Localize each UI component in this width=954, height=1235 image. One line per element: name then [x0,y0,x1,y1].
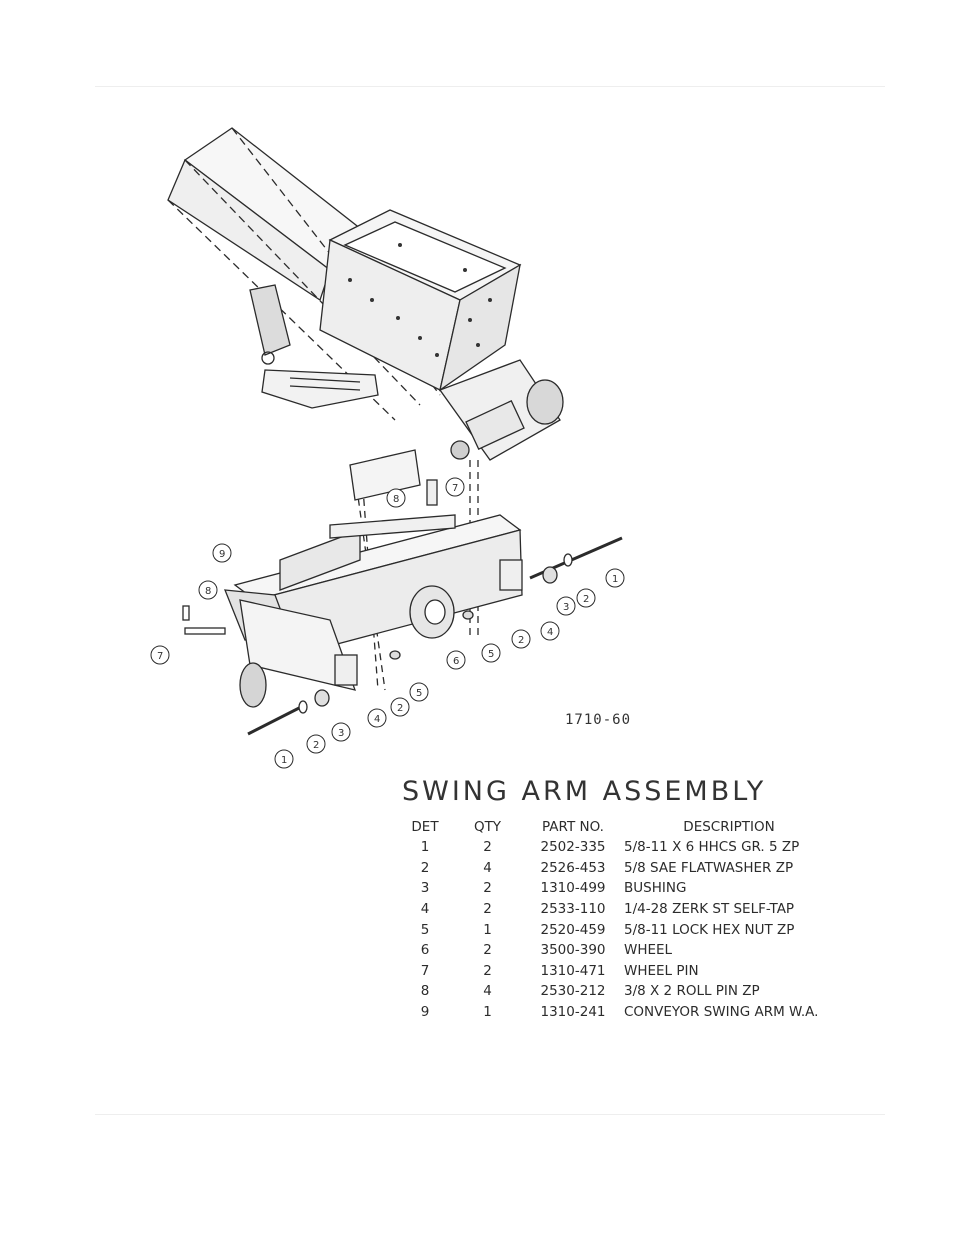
desc-cell: CONVEYOR SWING ARM W.A. [624,1004,819,1021]
callout-7: 7 [150,645,170,665]
callout-8: 8 [198,580,218,600]
table-header-row: DET QTY PART NO. DESCRIPTION [405,817,834,837]
callout-label: 1 [612,574,618,585]
part-cell: 2533-110 [540,901,606,918]
callout-6: 6 [446,650,466,670]
qty-cell: 2 [483,880,492,897]
table-row: 9 1 1310-241 CONVEYOR SWING ARM W.A. [405,1002,834,1023]
swing-arm-frame [223,449,523,708]
callout-label: 6 [453,656,459,667]
page-title: SWING ARM ASSEMBLY [402,776,767,807]
parts-table: DET QTY PART NO. DESCRIPTION 1 2 2502-335 5… [405,817,834,1022]
callout-label: 7 [157,651,163,662]
callout-1b: 1 [274,749,294,769]
table-row: 6 2 3500-390 WHEEL [405,940,834,961]
part-cell: 1310-241 [540,1004,606,1021]
callout-label: 2 [397,703,403,714]
table-row: 3 2 1310-499 BUSHING [405,878,834,899]
desc-cell: BUSHING [624,880,687,897]
desc-cell: 5/8-11 X 6 HHCS GR. 5 ZP [624,839,800,856]
callout-3a: 3 [556,596,576,616]
callout-label: 2 [313,740,319,751]
det-cell: 7 [420,962,430,979]
desc-cell: 3/8 X 2 ROLL PIN ZP [624,983,760,1000]
desc-cell: 5/8-11 LOCK HEX NUT ZP [624,921,795,938]
det-cell: 3 [420,880,430,897]
qty-cell: 2 [483,942,492,959]
callout-label: 2 [518,635,524,646]
callout-label: 2 [583,594,589,605]
table-row: 8 4 2530-212 3/8 X 2 ROLL PIN ZP [405,981,834,1002]
drive-assembly [438,359,564,461]
wheel [409,585,455,639]
callout-label: 4 [374,714,380,725]
part-cell: 3500-390 [540,942,606,959]
col-desc-header: DESCRIPTION [683,819,775,835]
desc-cell: WHEEL [624,942,673,959]
scan-edge-top [95,86,885,87]
part-cell: 2520-459 [540,921,606,938]
det-cell: 9 [420,1004,430,1021]
det-cell: 2 [420,859,430,876]
desc-cell: 5/8 SAE FLATWASHER ZP [624,859,794,876]
part-cell: 1310-471 [540,962,606,979]
qty-cell: 2 [483,901,492,918]
callout-2b: 2 [511,629,531,649]
callout-label: 1 [281,755,287,766]
hopper [319,209,522,392]
callout-label: 5 [488,649,494,660]
table-row: 4 2 2533-110 1/4-28 ZERK ST SELF-TAP [405,899,834,920]
scan-edge-bottom [95,1114,885,1115]
qty-cell: 2 [483,839,492,856]
part-cell: 2526-453 [540,859,606,876]
callout-3b: 3 [331,722,351,742]
desc-cell: 1/4-28 ZERK ST SELF-TAP [624,901,795,918]
table-row: 7 2 1310-471 WHEEL PIN [405,961,834,982]
callout-5a: 5 [481,643,501,663]
qty-cell: 1 [483,1004,492,1021]
callout-4a: 4 [540,621,560,641]
foot-plate [261,369,379,409]
callout-label: 5 [416,688,422,699]
det-cell: 4 [420,901,430,918]
det-cell: 5 [420,921,430,938]
table-row: 1 2 2502-335 5/8-11 X 6 HHCS GR. 5 ZP [405,837,834,858]
callout-1a: 1 [605,568,625,588]
det-cell: 1 [420,839,430,856]
col-part-header: PART NO. [542,819,604,835]
det-cell: 6 [420,942,430,959]
qty-cell: 4 [483,983,492,1000]
det-cell: 8 [420,983,430,1000]
drawing-number: 1710-60 [565,712,632,728]
qty-cell: 1 [483,921,492,938]
part-cell: 1310-499 [540,880,606,897]
table-row: 2 4 2526-453 5/8 SAE FLATWASHER ZP [405,858,834,879]
part-cell: 2502-335 [540,839,606,856]
col-det-header: DET [411,819,439,835]
callout-label: 9 [219,549,225,560]
callout-2a: 2 [576,588,596,608]
callout-5b: 5 [409,682,429,702]
callout-label: 4 [547,627,553,638]
part-cell: 2530-212 [540,983,606,1000]
callout-7b: 7 [445,477,465,497]
callout-label: 7 [452,483,458,494]
callout-label: 8 [393,494,399,505]
callout-4b: 4 [367,708,387,728]
hardware [182,479,623,736]
callout-9: 9 [212,543,232,563]
qty-cell: 4 [483,859,492,876]
table-row: 5 1 2520-459 5/8-11 LOCK HEX NUT ZP [405,919,834,940]
callout-8b: 8 [386,488,406,508]
col-qty-header: QTY [473,819,502,835]
desc-cell: WHEEL PIN [624,962,699,979]
callout-2c: 2 [390,697,410,717]
callout-balloons: 9 8 7 8 7 1 2 3 4 2 5 6 5 2 4 3 2 1 [150,477,625,769]
qty-cell: 2 [483,962,492,979]
callout-2d: 2 [306,734,326,754]
callout-label: 3 [563,602,569,613]
callout-label: 8 [205,586,211,597]
callout-label: 3 [338,728,344,739]
